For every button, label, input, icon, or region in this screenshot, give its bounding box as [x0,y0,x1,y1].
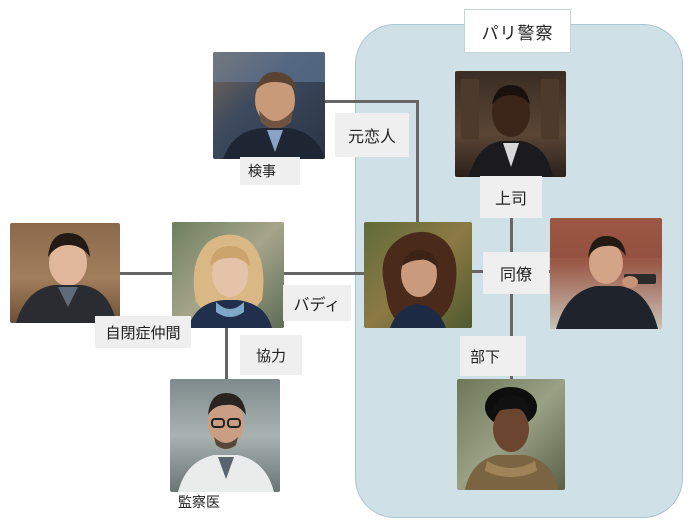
man-glasses-lab-coat-portrait-icon [178,393,274,492]
woman-blonde-portrait-icon [188,234,272,328]
edge-label-cooperation: 協力 [240,335,302,375]
autistic-friend-photo [10,223,120,323]
prosecutor-photo [213,52,325,159]
connector-autism-horizontal [120,272,173,275]
heroine-photo [364,222,472,328]
woman-curly-hair-portrait-icon [382,231,457,328]
connector-prosecutor-horizontal [325,100,419,103]
edge-label-buddy: バディ [283,285,351,321]
partner-photo [172,222,284,328]
examiner-photo [170,379,280,492]
edge-label-ex-lover: 元恋人 [335,113,409,157]
examiner-caption: 監察医 [178,495,220,511]
edge-label-subordinate: 部下 [460,336,526,376]
edge-label-autism-friend: 自閉症仲間 [95,316,191,348]
connector-cooperation-vertical [225,326,228,382]
subordinate-photo [457,379,565,490]
edge-label-colleague: 同僚 [483,252,549,294]
colleague-photo [550,218,662,329]
boss-photo [455,71,566,177]
man-dark-suit-portrait-icon [461,79,559,177]
group-title: パリ警察 [464,9,571,53]
man-young-curly-portrait-icon [465,387,559,490]
edge-label-boss: 上司 [480,176,542,218]
prosecutor-caption: 検事 [240,157,300,185]
connector-buddy-horizontal [283,272,367,275]
man-bearded-portrait-icon [213,52,325,159]
man-dark-hair-portrait-icon [16,233,116,323]
man-with-gun-portrait-icon [550,218,662,329]
connector-prosecutor-vertical [416,100,419,224]
